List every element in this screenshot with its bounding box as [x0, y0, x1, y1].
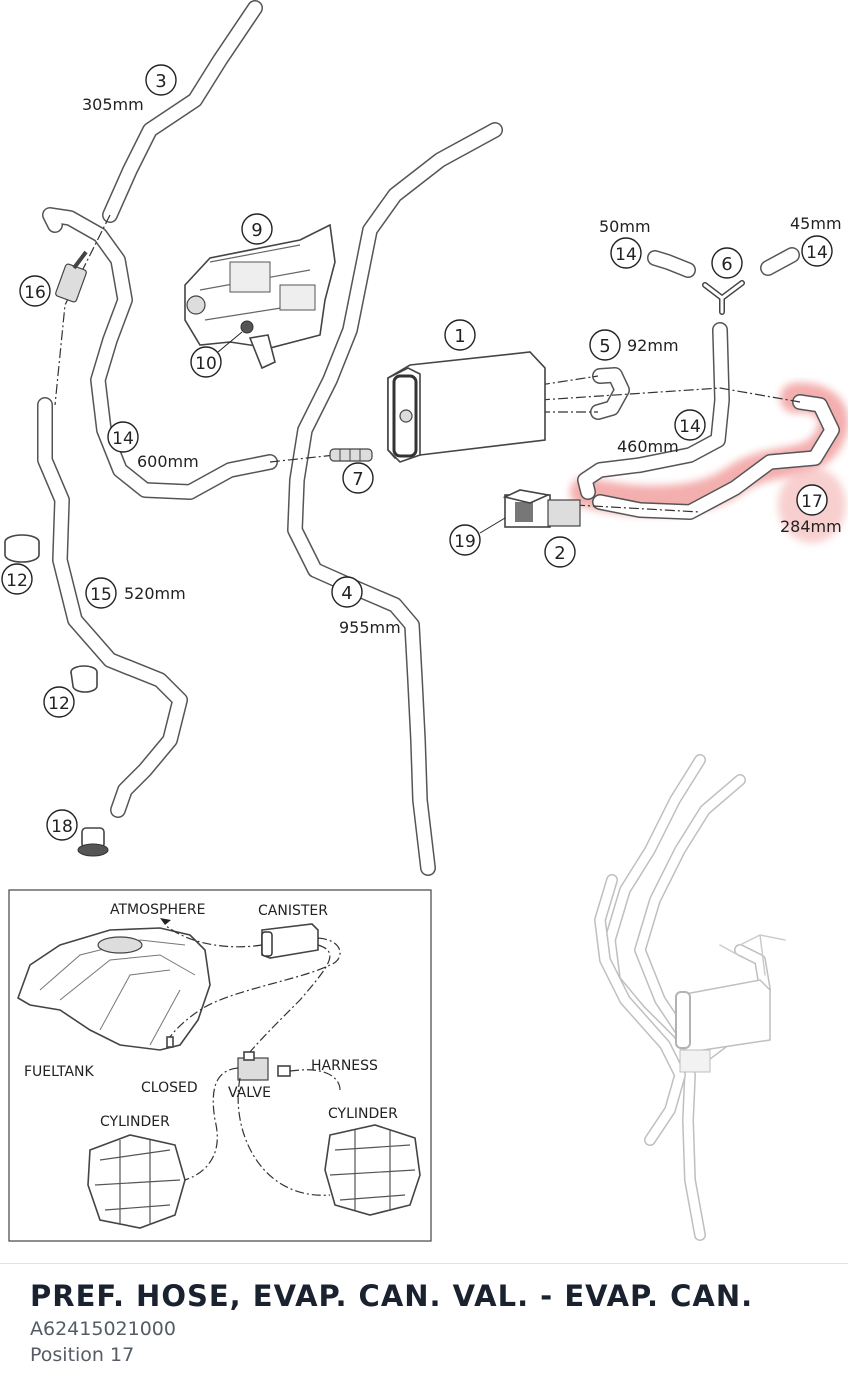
svg-text:CLOSED: CLOSED	[141, 1080, 198, 1096]
svg-text:9: 9	[251, 220, 262, 241]
svg-text:284mm: 284mm	[780, 517, 842, 536]
svg-text:2: 2	[554, 543, 565, 564]
svg-text:14: 14	[806, 243, 828, 263]
callout-14-45mm: 14	[801, 235, 833, 267]
fitting-18	[77, 827, 109, 857]
svg-text:92mm: 92mm	[627, 336, 679, 355]
svg-text:14: 14	[679, 417, 701, 437]
callout-17: 17	[796, 484, 828, 516]
svg-text:10: 10	[195, 354, 217, 374]
bracket-19	[502, 489, 551, 504]
hose-3	[102, 0, 263, 223]
svg-text:3: 3	[155, 71, 166, 92]
hose-14-45mm	[760, 247, 800, 276]
evap-system-diagram: 1 2 3 4 5 6 7 9 10 12 12 14 14 14 14 15 …	[1, 0, 848, 1242]
svg-text:7: 7	[352, 469, 363, 490]
svg-text:305mm: 305mm	[82, 95, 144, 114]
callout-6: 6	[711, 247, 743, 279]
svg-text:520mm: 520mm	[124, 584, 186, 603]
callout-3: 3	[145, 64, 177, 96]
svg-text:CYLINDER: CYLINDER	[100, 1114, 170, 1130]
svg-text:VALVE: VALVE	[228, 1085, 271, 1101]
hose-15-520mm	[37, 397, 188, 818]
svg-text:19: 19	[454, 532, 476, 552]
svg-text:HARNESS: HARNESS	[311, 1058, 378, 1074]
clamp-12-upper	[4, 534, 40, 563]
svg-text:12: 12	[48, 694, 70, 714]
svg-text:955mm: 955mm	[339, 618, 401, 637]
callout-5: 5	[589, 329, 621, 361]
svg-text:18: 18	[51, 817, 73, 837]
callout-7: 7	[342, 462, 374, 494]
callout-16: 16	[19, 275, 51, 307]
svg-text:45mm: 45mm	[790, 214, 842, 233]
callout-9: 9	[241, 213, 273, 245]
assembly-overview-ghost	[594, 754, 786, 1241]
svg-text:12: 12	[6, 571, 28, 591]
callout-1: 1	[444, 319, 476, 351]
length-labels: 305mm 955mm 92mm 600mm 460mm 50mm 45mm 5…	[82, 95, 842, 637]
svg-text:FUELTANK: FUELTANK	[24, 1064, 95, 1080]
callout-14-600mm: 14	[107, 421, 139, 453]
hose-14-50mm	[647, 250, 696, 278]
hose-14-600mm	[42, 207, 278, 500]
callout-4: 4	[331, 576, 363, 608]
callout-19: 19	[449, 524, 481, 556]
svg-text:5: 5	[599, 336, 610, 357]
valve-7	[329, 448, 373, 462]
callout-14-50mm: 14	[610, 237, 642, 269]
hose-4-955mm	[287, 122, 503, 876]
assembly-lines	[54, 214, 801, 513]
inset-valve-drawing	[237, 1051, 291, 1081]
svg-text:14: 14	[112, 429, 134, 449]
hose-17-284mm	[592, 394, 840, 520]
callout-2: 2	[544, 536, 576, 568]
svg-text:CYLINDER: CYLINDER	[328, 1106, 398, 1122]
svg-text:1: 1	[454, 326, 465, 347]
hose-5-92mm	[590, 367, 630, 420]
svg-text:600mm: 600mm	[137, 452, 199, 471]
inset-canister-drawing	[261, 923, 319, 959]
part-title: PREF. HOSE, EVAP. CAN. VAL. - EVAP. CAN.	[30, 1279, 754, 1313]
svg-text:14: 14	[615, 245, 637, 265]
svg-text:6: 6	[721, 254, 732, 275]
svg-text:15: 15	[90, 585, 112, 605]
callout-18: 18	[46, 809, 78, 841]
hose-14-460mm	[577, 322, 730, 500]
svg-text:ATMOSPHERE: ATMOSPHERE	[110, 902, 205, 918]
svg-text:CANISTER: CANISTER	[258, 903, 328, 919]
svg-text:460mm: 460mm	[617, 437, 679, 456]
connector-16	[55, 250, 88, 303]
callout-12-upper: 12	[1, 563, 33, 595]
svg-text:17: 17	[801, 492, 823, 512]
inset-closed-cap	[166, 1036, 174, 1048]
part-info: PREF. HOSE, EVAP. CAN. VAL. - EVAP. CAN.…	[30, 1276, 830, 1368]
svg-text:50mm: 50mm	[599, 217, 651, 236]
callout-12-lower: 12	[43, 686, 75, 718]
clamp-12-lower	[70, 665, 98, 693]
inset-cylinder-right-drawing	[324, 1124, 421, 1216]
bracket-9	[184, 223, 336, 370]
callouts: 1 2 3 4 5 6 7 9 10 12 12 14 14 14 14 15 …	[1, 64, 833, 841]
evap-canister-1	[387, 351, 546, 463]
callout-10: 10	[190, 346, 222, 378]
fuel-tank-drawing	[17, 927, 211, 1051]
part-number: A62415021000	[30, 1318, 176, 1340]
callout-14-460mm: 14	[674, 409, 706, 441]
y-connector-6	[702, 280, 745, 315]
footer-divider	[0, 1263, 848, 1264]
callout-15: 15	[85, 577, 117, 609]
svg-text:16: 16	[24, 283, 46, 303]
part-position: Position 17	[30, 1344, 135, 1366]
evap-flow-inset: ATMOSPHERE CANISTER FUELTANK CLOSED VALV…	[8, 889, 432, 1242]
svg-text:4: 4	[341, 583, 352, 604]
inset-cylinder-left-drawing	[87, 1134, 186, 1229]
grommet-10	[240, 320, 254, 334]
